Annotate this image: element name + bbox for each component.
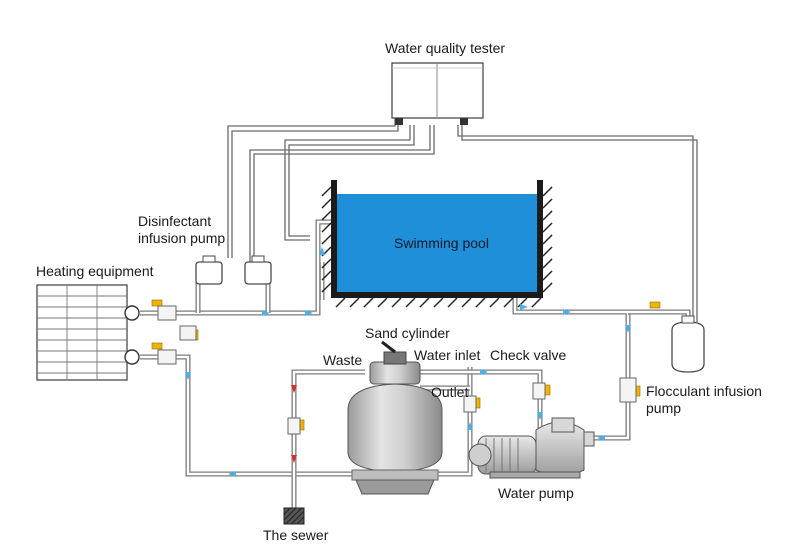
heating-equipment-label: Heating equipment <box>36 263 154 279</box>
sewer-drain-icon <box>283 507 305 525</box>
disinfectant-infusion-pump <box>195 255 272 285</box>
the-sewer-label: The sewer <box>263 527 329 543</box>
swimming-pool-label: Swimming pool <box>394 235 489 251</box>
drain-valve-icon <box>649 301 661 309</box>
water-quality-tester-label: Water quality tester <box>385 40 505 56</box>
heater-upper-valve-icon <box>151 299 163 307</box>
water-quality-tester <box>391 62 484 125</box>
water-inlet-label: Water inlet <box>414 347 481 363</box>
check-valve-label: Check valve <box>490 347 566 363</box>
sand-cylinder <box>347 340 443 495</box>
sand-cylinder-label: Sand cylinder <box>365 325 450 341</box>
outlet-label: Outlet <box>431 384 468 400</box>
heater-lower-valve-icon <box>151 342 163 350</box>
swimming-pool <box>321 180 553 308</box>
flocculant-label-line1: Flocculant infusion <box>646 383 762 399</box>
valves <box>151 299 661 435</box>
disinfectant-label-line2: infusion pump <box>138 230 225 246</box>
flow-arrows <box>185 247 631 477</box>
water-pump <box>468 417 595 479</box>
disinfectant-label-line1: Disinfectant <box>138 213 211 229</box>
waste-label: Waste <box>323 352 362 368</box>
flocculant-label-line2: pump <box>646 400 681 416</box>
heating-equipment <box>36 284 140 381</box>
flocculant-infusion-pump <box>671 315 705 373</box>
pool-water <box>337 194 537 292</box>
water-pump-label: Water pump <box>498 485 574 501</box>
